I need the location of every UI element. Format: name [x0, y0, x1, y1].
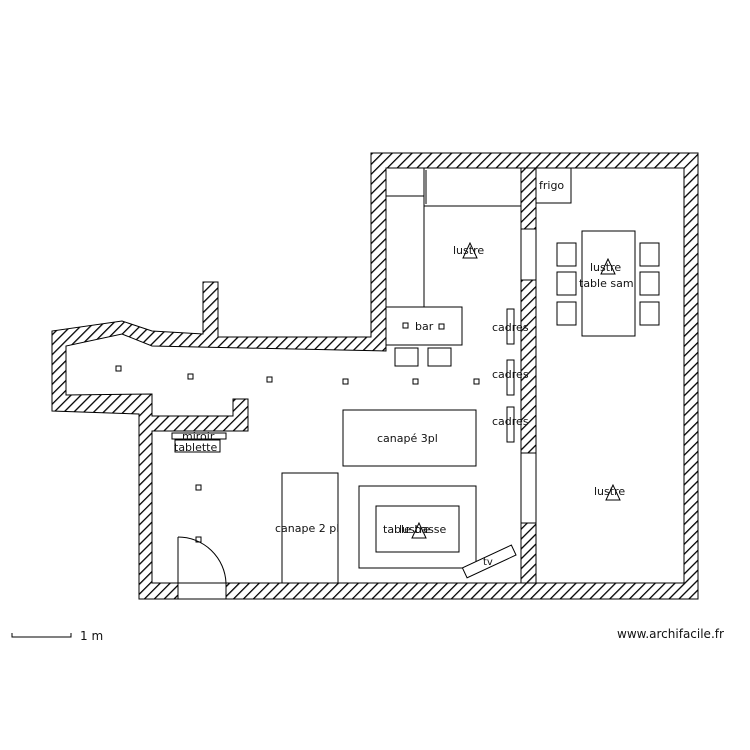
- canape-2pl[interactable]: [281, 472, 339, 584]
- tablette[interactable]: [174, 439, 221, 453]
- bar-label: bar: [415, 320, 434, 333]
- door-swing: [177, 536, 227, 584]
- bar-point: [438, 323, 445, 330]
- table-basse-outer[interactable]: [358, 485, 477, 569]
- frames: [506, 308, 515, 443]
- scale-bar: [11, 633, 72, 638]
- exterior-wall: [51, 152, 699, 600]
- chair[interactable]: [639, 301, 660, 326]
- cadres-label-1: cadres: [492, 321, 529, 334]
- lustre-top-label: lustre: [453, 244, 484, 257]
- chair[interactable]: [556, 301, 577, 326]
- spot[interactable]: [195, 536, 202, 543]
- bar[interactable]: [385, 306, 463, 346]
- cadre[interactable]: [506, 308, 515, 345]
- lustre-dining-label: lustre: [590, 261, 621, 274]
- frigo[interactable]: [535, 167, 572, 204]
- kitchen-counter-left[interactable]: [385, 168, 425, 307]
- sofas: [281, 409, 477, 584]
- bar-set: [385, 306, 463, 367]
- kitchen: [385, 167, 572, 307]
- tv-label: tv: [483, 557, 493, 568]
- spot[interactable]: [187, 373, 194, 380]
- lustre-top-icon[interactable]: [462, 241, 478, 259]
- lustre-salon-icon[interactable]: [411, 521, 427, 539]
- stool[interactable]: [427, 347, 452, 367]
- spot[interactable]: [266, 376, 273, 383]
- stool[interactable]: [394, 347, 419, 367]
- tv[interactable]: [461, 544, 517, 579]
- cadre[interactable]: [506, 406, 515, 443]
- lustre-salon-label: lustre: [399, 523, 430, 536]
- miroir[interactable]: [171, 432, 227, 440]
- cadre[interactable]: [506, 359, 515, 396]
- mirror-shelf: [171, 432, 227, 453]
- door-opening: [177, 582, 227, 600]
- table-basse-inner: [375, 505, 460, 553]
- cadres-label-2: cadres: [492, 368, 529, 381]
- chair[interactable]: [556, 271, 577, 296]
- lustre-dining-icon[interactable]: [600, 257, 616, 275]
- canape-3pl-label: canapé 3pl: [377, 432, 438, 445]
- dining-set: [556, 230, 660, 337]
- spot[interactable]: [342, 378, 349, 385]
- walls: [51, 152, 699, 600]
- table-sam-label: table sam: [579, 277, 634, 290]
- table-basse-label: table basse: [383, 523, 447, 536]
- coffee-table: [358, 485, 477, 569]
- chair[interactable]: [639, 271, 660, 296]
- scale-label: 1 m: [80, 629, 103, 643]
- chair[interactable]: [556, 242, 577, 267]
- bar-point: [402, 322, 409, 329]
- cadres-label-3: cadres: [492, 415, 529, 428]
- site-watermark: www.archifacile.fr: [617, 627, 724, 641]
- canape-2pl-label: canape 2 pl: [275, 522, 339, 535]
- dining-table[interactable]: [581, 230, 636, 337]
- tv-unit: [461, 544, 517, 579]
- spot[interactable]: [473, 378, 480, 385]
- lustre-right-icon[interactable]: [605, 483, 621, 501]
- miroir-label: miroir: [182, 430, 215, 443]
- lustre-right-label: lustre: [594, 485, 625, 498]
- lights: [411, 241, 621, 539]
- partition-opening-top: [520, 228, 537, 281]
- spot[interactable]: [195, 484, 202, 491]
- chair[interactable]: [639, 242, 660, 267]
- spot[interactable]: [412, 378, 419, 385]
- spot[interactable]: [115, 365, 122, 372]
- frigo-label: frigo: [539, 179, 564, 192]
- canape-3pl[interactable]: [342, 409, 477, 467]
- partition-opening-bottom: [520, 452, 537, 524]
- tablette-label: tablette: [174, 441, 217, 454]
- spot-points: [115, 365, 480, 543]
- entry-door: [177, 536, 227, 600]
- kitchen-counter-top[interactable]: [423, 167, 522, 207]
